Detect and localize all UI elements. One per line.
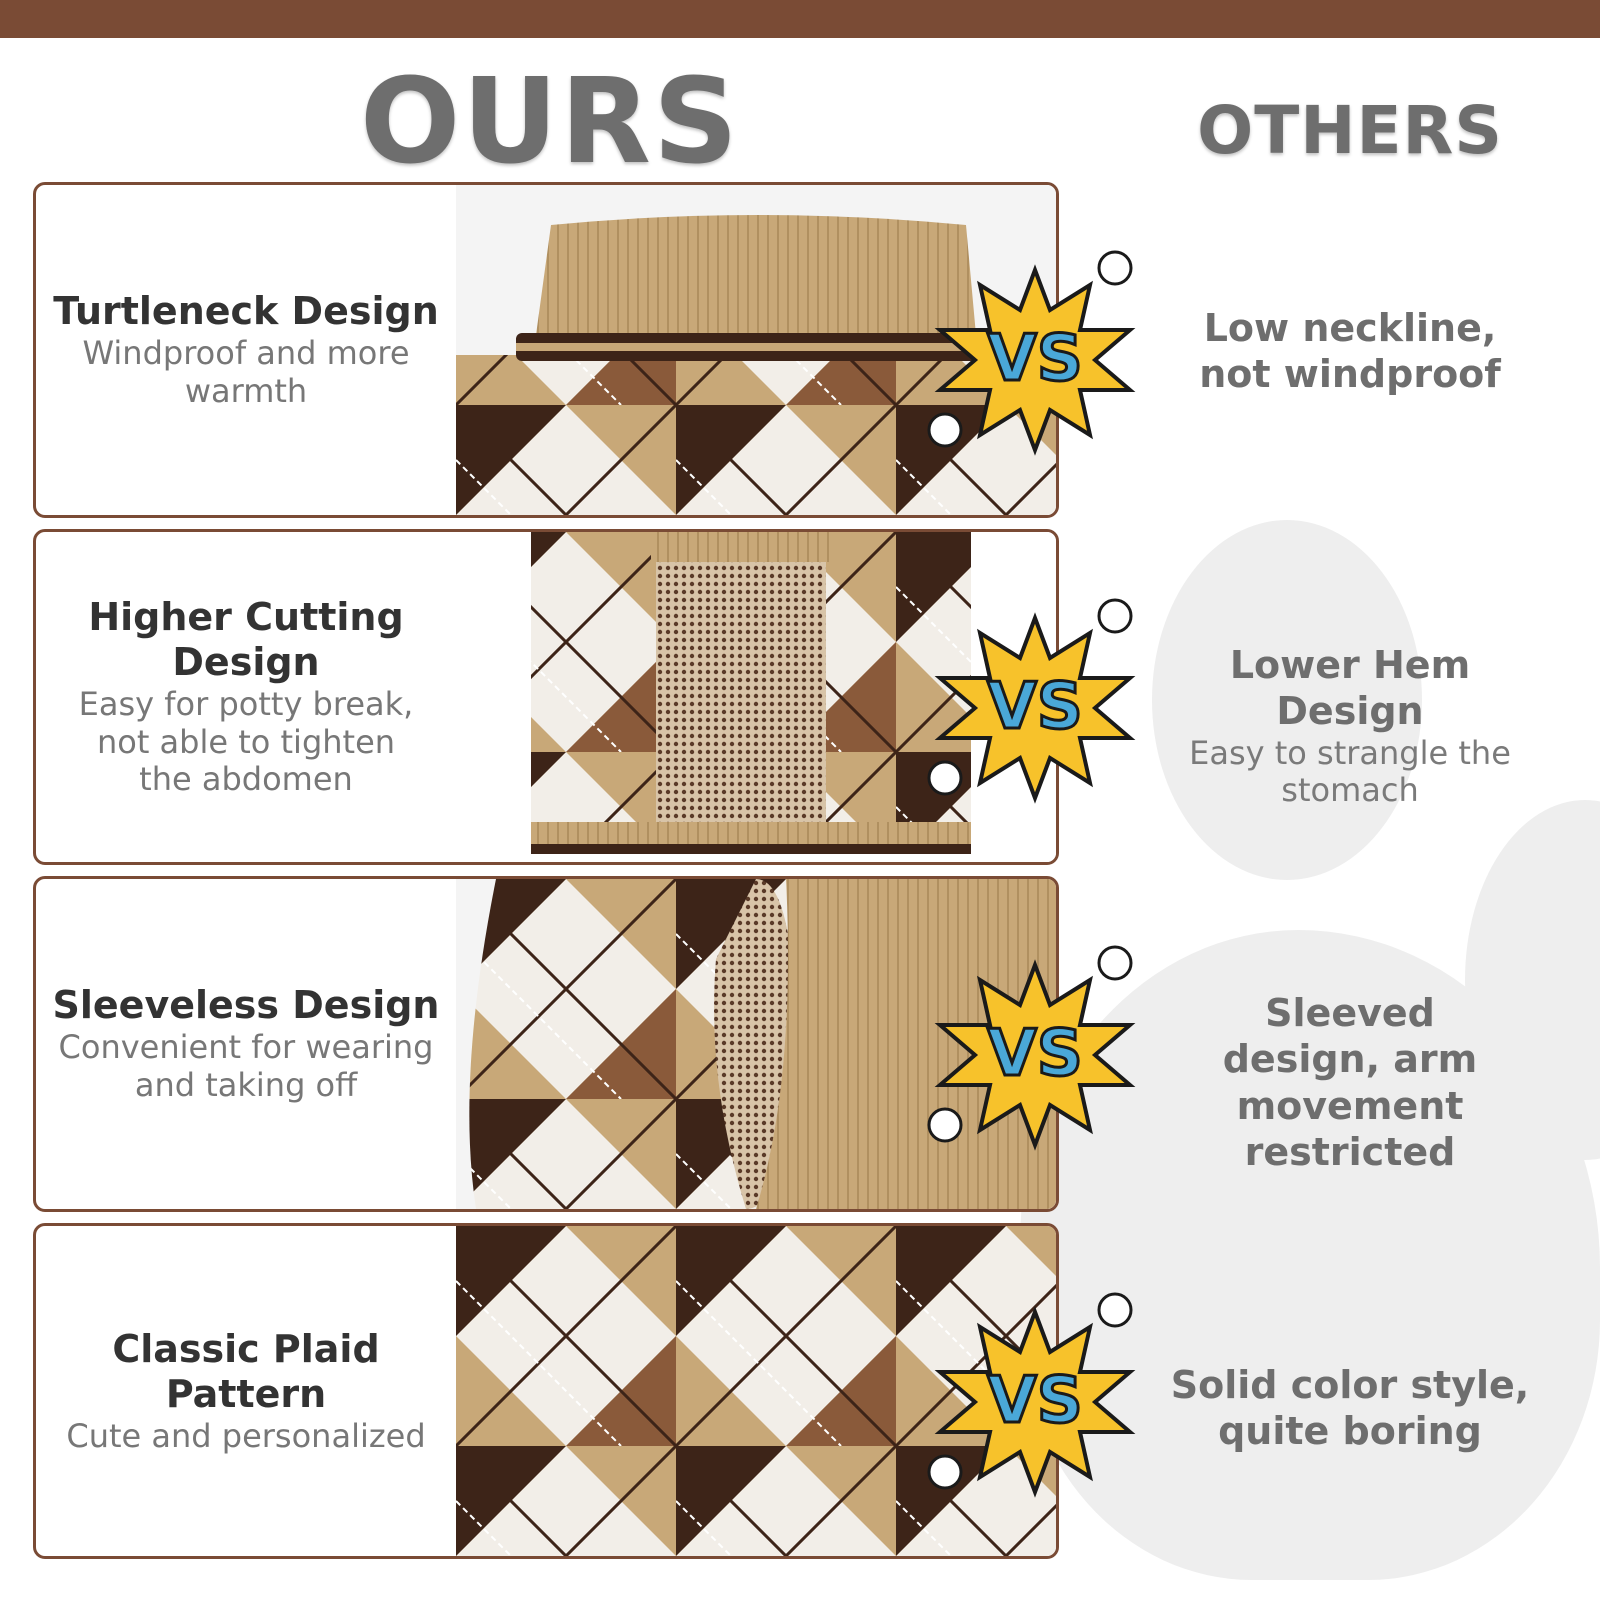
feature-description: Windproof and more warmth <box>82 334 410 410</box>
panel-text: Classic Plaid Pattern Cute and personali… <box>36 1226 456 1556</box>
others-heading: OTHERS <box>1197 92 1503 169</box>
comic-burst-vs-icon: VS <box>927 1292 1136 1498</box>
vs-label: VS <box>987 322 1083 396</box>
panel-text: Sleeveless Design Convenient for wearing… <box>36 879 456 1209</box>
panel-text: Higher Cutting Design Easy for potty bre… <box>36 532 456 862</box>
vs-label: VS <box>987 1364 1083 1438</box>
feature-title: Higher Cutting Design <box>88 594 404 685</box>
comic-burst-vs-icon: VS <box>927 945 1136 1151</box>
other-feature: Lower Hem Design Easy to strangle the st… <box>1150 642 1550 810</box>
comparison-panel-cutting: Higher Cutting Design Easy for potty bre… <box>33 529 1059 865</box>
other-description: Easy to strangle the stomach <box>1189 733 1511 810</box>
comparison-panel-plaid: Classic Plaid Pattern Cute and personali… <box>33 1223 1059 1559</box>
comic-burst-vs-icon: VS <box>927 598 1136 804</box>
other-title: Solid color style, quite boring <box>1170 1363 1530 1454</box>
feature-description: Cute and personalized <box>66 1416 426 1455</box>
comparison-panel-turtleneck: Turtleneck Design Windproof and more war… <box>33 182 1059 518</box>
other-title: Lower Hem Design <box>1229 643 1471 734</box>
other-title: Low neckline, not windproof <box>1199 306 1501 397</box>
comparison-panel-sleeveless: Sleeveless Design Convenient for wearing… <box>33 876 1059 1212</box>
vs-label: VS <box>987 1017 1083 1091</box>
sweater-sleeveless-photo <box>456 879 1056 1209</box>
feature-title: Classic Plaid Pattern <box>112 1326 380 1417</box>
feature-title: Sleeveless Design <box>52 983 440 1028</box>
vs-label: VS <box>987 670 1083 744</box>
sweater-plaid-photo <box>456 1226 1056 1556</box>
sweater-hem-photo <box>456 532 1056 862</box>
feature-description: Convenient for wearing and taking off <box>58 1028 434 1104</box>
feature-description: Easy for potty break, not able to tighte… <box>78 684 414 799</box>
other-feature: Solid color style, quite boring <box>1150 1362 1550 1455</box>
top-brand-bar <box>0 0 1600 38</box>
other-title: Sleeved design, arm movement restricted <box>1222 991 1478 1175</box>
feature-title: Turtleneck Design <box>53 289 439 334</box>
panel-text: Turtleneck Design Windproof and more war… <box>36 185 456 515</box>
ours-heading: OURS <box>360 52 740 190</box>
comic-burst-vs-icon: VS <box>927 250 1136 456</box>
other-feature: Sleeved design, arm movement restricted <box>1150 990 1550 1175</box>
sweater-turtleneck-photo <box>456 185 1056 515</box>
other-feature: Low neckline, not windproof <box>1150 305 1550 398</box>
